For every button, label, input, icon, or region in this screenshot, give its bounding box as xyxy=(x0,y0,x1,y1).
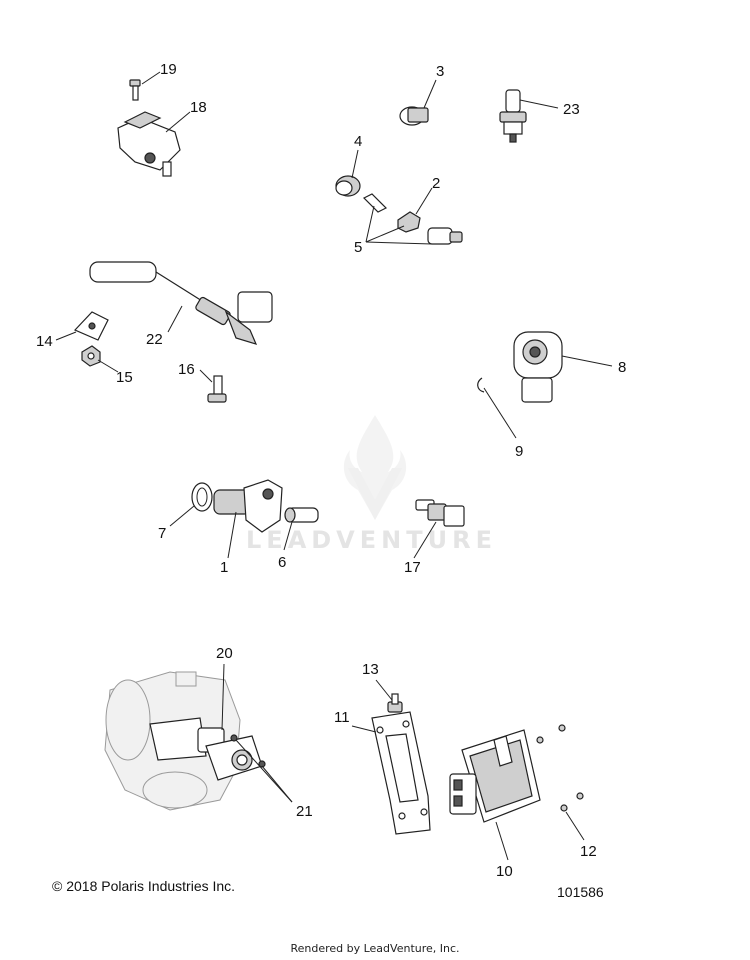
part-16-bolt xyxy=(207,375,227,403)
callout-2: 2 xyxy=(432,175,440,192)
part-13-bolt xyxy=(387,693,403,713)
part-15-nut xyxy=(81,345,101,367)
callouts: 19 18 3 23 4 2 5 14 22 15 16 8 9 7 6 1 1… xyxy=(36,61,626,880)
part-14-clip xyxy=(73,311,109,341)
part-6-sleeve xyxy=(284,507,319,523)
part-11-bracket xyxy=(371,711,431,835)
callout-14: 14 xyxy=(36,333,53,350)
part-7-o-ring xyxy=(191,482,213,512)
callout-19: 19 xyxy=(160,61,177,78)
callout-18: 18 xyxy=(190,99,207,116)
callout-8: 8 xyxy=(618,359,626,376)
part-20-throttle-body xyxy=(104,671,263,811)
watermark: LEADVENTURE xyxy=(246,415,492,554)
callout-12: 12 xyxy=(580,843,597,860)
callout-9: 9 xyxy=(515,443,523,460)
callout-20: 20 xyxy=(216,645,233,662)
drawing-number: 101586 xyxy=(557,884,604,900)
callout-1: 1 xyxy=(220,559,228,576)
callout-21: 21 xyxy=(296,803,313,820)
part-3-plug xyxy=(399,106,429,126)
part-9-clip xyxy=(477,377,485,393)
part-22-speed-sensor xyxy=(89,261,273,345)
part-19-bolt xyxy=(129,79,141,101)
part-21-screws xyxy=(230,734,266,768)
callout-5: 5 xyxy=(354,239,362,256)
callout-11: 11 xyxy=(334,709,350,726)
part-12-screws xyxy=(536,724,584,812)
callout-3: 3 xyxy=(436,63,444,80)
callout-4: 4 xyxy=(354,133,362,150)
leader-lines xyxy=(55,71,613,861)
part-4-cap xyxy=(335,175,361,197)
part-18-map-sensor xyxy=(117,111,181,177)
copyright-text: © 2018 Polaris Industries Inc. xyxy=(52,878,236,894)
callout-10: 10 xyxy=(496,863,513,880)
callout-7: 7 xyxy=(158,525,166,542)
part-8-knock-sensor xyxy=(513,331,563,403)
leadventure-flame-logo xyxy=(343,415,407,520)
callout-17: 17 xyxy=(404,559,421,576)
part-17-temp-sensor xyxy=(415,499,465,527)
part-1-cam-sensor xyxy=(213,479,283,533)
rendered-by-text: Rendered by LeadVenture, Inc. xyxy=(290,942,460,955)
callout-6: 6 xyxy=(278,554,286,571)
part-10-ecu xyxy=(449,729,541,823)
part-23-pressure-sensor xyxy=(499,89,527,143)
callout-22: 22 xyxy=(146,331,163,348)
callout-15: 15 xyxy=(116,369,133,386)
callout-13: 13 xyxy=(362,661,379,678)
callout-16: 16 xyxy=(178,361,195,378)
callout-23: 23 xyxy=(563,101,580,118)
